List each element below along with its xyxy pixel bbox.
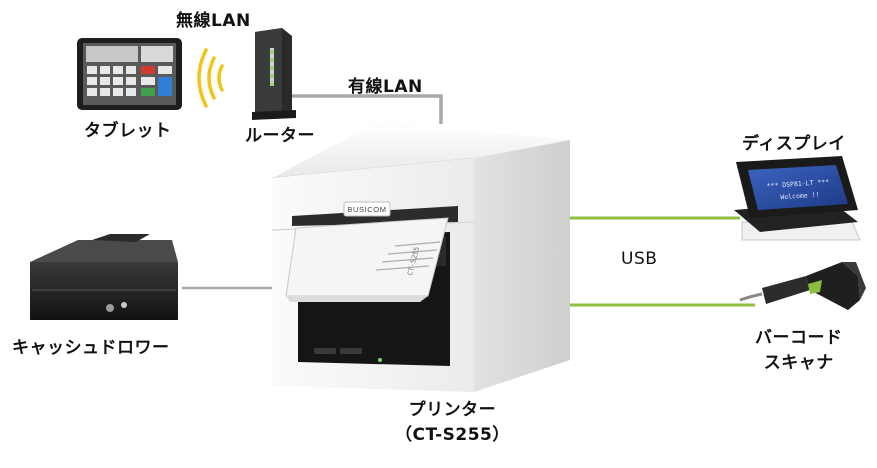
wifi-signal-icon — [197, 48, 224, 108]
cash-drawer-device — [30, 234, 178, 320]
router-label: ルーター — [245, 126, 315, 146]
display-label: ディスプレイ — [742, 134, 846, 154]
barcode-scanner-device — [739, 262, 866, 310]
wireless-lan-label: 無線LAN — [176, 11, 251, 31]
barcode-scanner-label-line1: バーコード — [755, 328, 843, 348]
router-device — [252, 28, 296, 120]
printer-label: プリンター （CT-S255） — [395, 398, 510, 448]
customer-display-device — [734, 156, 861, 241]
tablet-device — [77, 38, 182, 110]
barcode-scanner-label-line2: スキャナ — [763, 353, 834, 373]
printer-label-line1: プリンター — [408, 400, 497, 420]
wired-lan-cable — [291, 94, 443, 124]
cash-drawer-label: キャッシュドロワー — [12, 338, 170, 358]
barcode-scanner-label: バーコード スキャナ — [755, 326, 843, 376]
printer-label-line2: （CT-S255） — [395, 425, 510, 445]
tablet-label: タブレット — [84, 121, 172, 141]
printer-device — [271, 122, 570, 392]
usb-label: USB — [621, 249, 658, 269]
printer-brand-label: BUSICOM — [347, 205, 386, 214]
display-screen-line2: Welcome !! — [780, 191, 820, 202]
wired-lan-label: 有線LAN — [348, 77, 423, 97]
